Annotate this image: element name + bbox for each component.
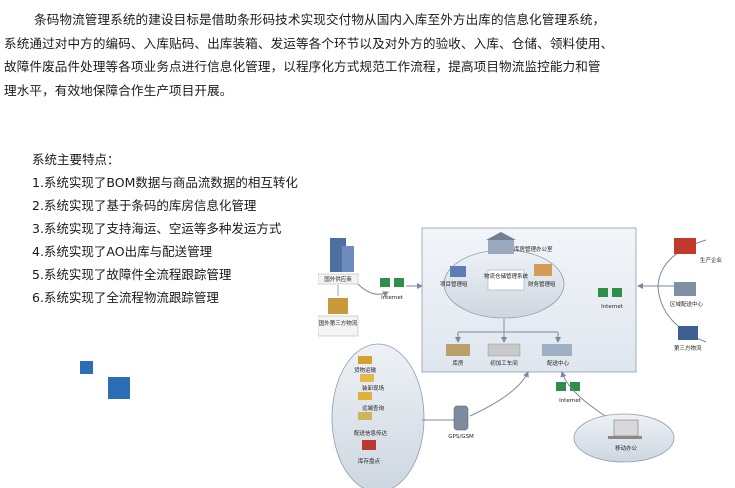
features-list: 1.系统实现了BOM数据与商品流数据的相互转化 2.系统实现了基于条码的库房信息… [32, 171, 298, 309]
third-party-right-node: 第三方物流 [674, 326, 702, 352]
feature-item: 2.系统实现了基于条码的库房信息化管理 [32, 198, 257, 213]
field-item-label: 货物运输 [354, 366, 377, 374]
bottom-internet-node: Internet [556, 382, 582, 404]
intro-line: 故障件废品件处理等各项业务点进行信息化管理，以程序化方式规范工作流程，提高项目物… [4, 59, 601, 74]
third-party-right-label: 第三方物流 [674, 344, 702, 352]
feature-item: 1.系统实现了BOM数据与商品流数据的相互转化 [32, 175, 298, 190]
field-ops-items: 货物运输 装卸现场 远端查询 配送信息传达 库存盘点 [354, 356, 388, 465]
supplier-node: 国外供应商 [318, 238, 359, 285]
left-internet-node: Internet [380, 278, 404, 301]
item-mgmt-label: 项目管理组 [440, 280, 468, 288]
logistics-diagram-svg: 国外供应商 国外第三方物流 Internet 库房管理办公室 项目管理组 [318, 227, 723, 488]
decorative-square-large [108, 377, 130, 399]
logistics-diagram: 国外供应商 国外第三方物流 Internet 库房管理办公室 项目管理组 [318, 224, 734, 488]
field-ops-oval [331, 343, 425, 488]
office-label: 库房管理办公室 [514, 245, 553, 253]
right-internet-node: Internet [598, 288, 624, 310]
intro-paragraph: 条码物流管理系统的建设目标是借助条形码技术实现交付物从国内入库至外方出库的信息化… [4, 8, 726, 102]
mobile-office-label: 移动办公 [615, 444, 638, 452]
third-party-label: 国外第三方物流 [319, 319, 358, 327]
left-internet-label: Internet [381, 295, 404, 301]
gps-node: GPS/GSM [448, 405, 474, 440]
feature-item: 5.系统实现了故障件全流程跟踪管理 [32, 267, 232, 282]
supplier-label: 国外供应商 [324, 275, 352, 283]
finance-label: 财务管理组 [528, 280, 556, 288]
system-label: 物流仓储管理系统 [484, 272, 529, 280]
distribution-node: 配送中心 [542, 344, 572, 367]
field-item-label: 装卸现场 [362, 384, 385, 392]
enterprise-node: 生产企业 [674, 238, 723, 264]
finance-node: 财务管理组 [528, 264, 556, 288]
workshop-label: 初加工车间 [490, 359, 518, 367]
warehouse-node: 库房 [446, 344, 470, 367]
enterprise-label: 生产企业 [700, 256, 723, 264]
warehouse-label: 库房 [452, 359, 464, 367]
mobile-office-node: 移动办公 [608, 419, 642, 452]
workshop-node: 初加工车间 [487, 343, 521, 367]
intro-line: 条码物流管理系统的建设目标是借助条形码技术实现交付物从国内入库至外方出库的信息化… [34, 12, 606, 27]
feature-item: 4.系统实现了AO出库与配送管理 [32, 244, 213, 259]
bottom-internet-label: Internet [559, 398, 582, 404]
office-node: 库房管理办公室 [486, 232, 553, 254]
feature-item: 3.系统实现了支持海运、空运等多种发运方式 [32, 221, 282, 236]
feature-item: 6.系统实现了全流程物流跟踪管理 [32, 290, 219, 305]
intro-line: 理水平，有效地保障合作生产项目开展。 [4, 82, 233, 98]
features-heading: 系统主要特点： [32, 152, 120, 167]
right-internet-label: Internet [601, 304, 624, 310]
features-section: 系统主要特点： 1.系统实现了BOM数据与商品流数据的相互转化 2.系统实现了基… [32, 148, 298, 309]
distribution-label: 配送中心 [547, 359, 570, 367]
field-item-label: 配送信息传达 [354, 429, 388, 437]
system-node: 物流仓储管理系统 [484, 269, 529, 291]
regional-label: 区域配送中心 [670, 300, 704, 308]
regional-node: 区域配送中心 [670, 282, 704, 308]
field-item-label: 库存盘点 [358, 457, 381, 465]
intro-line: 系统通过对中方的编码、入库贴码、出库装箱、发运等各个环节以及对外方的验收、入库、… [4, 35, 614, 51]
gps-label: GPS/GSM [448, 434, 474, 440]
decorative-square-small [80, 361, 93, 374]
third-party-node: 国外第三方物流 [318, 298, 359, 337]
field-item-label: 远端查询 [362, 404, 385, 412]
item-mgmt-node: 项目管理组 [440, 266, 468, 288]
